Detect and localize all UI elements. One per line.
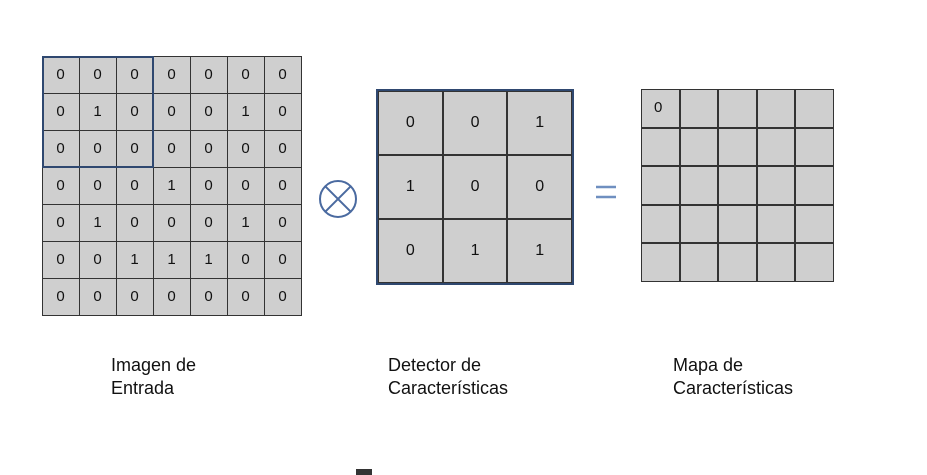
feature-map-cell — [756, 127, 796, 167]
feature-detector-cell: 0 — [507, 155, 573, 219]
feature-detector-label-line2: Características — [388, 378, 509, 398]
input-image-cell: 0 — [189, 92, 228, 131]
input-image-cell: 0 — [41, 240, 80, 279]
input-image-cell: 0 — [78, 240, 117, 279]
feature-map-cell — [795, 204, 834, 244]
input-image-cell: 1 — [152, 166, 191, 205]
input-image-cell: 0 — [152, 203, 191, 242]
feature-detector-label: Detector de Características — [388, 354, 508, 400]
feature-map-cell — [718, 243, 757, 282]
feature-map-cell — [641, 127, 680, 167]
feature-map-label: Mapa de Características — [673, 354, 793, 400]
feature-map-label-line1: Mapa de — [673, 355, 744, 375]
input-image-cell: 0 — [41, 166, 80, 205]
input-image-cell: 0 — [115, 129, 154, 168]
feature-map-cell — [756, 243, 796, 282]
input-image-cell: 0 — [152, 129, 191, 168]
input-image-cell: 0 — [263, 166, 302, 205]
input-image-cell: 0 — [189, 277, 228, 316]
input-image-cell: 0 — [115, 55, 154, 94]
feature-map-cell — [679, 89, 719, 128]
feature-detector-cell: 1 — [507, 219, 573, 283]
feature-detector-label-line1: Detector de — [388, 355, 482, 375]
input-image-cell: 0 — [263, 129, 302, 168]
input-image-cell: 1 — [115, 240, 154, 279]
input-image-cell: 0 — [152, 55, 191, 94]
input-image-cell: 0 — [115, 277, 154, 316]
input-image-cell: 0 — [263, 277, 302, 316]
input-image-cell: 0 — [226, 277, 265, 316]
feature-map-cell — [679, 166, 719, 205]
input-image-cell: 0 — [152, 277, 191, 316]
input-image-cell: 0 — [226, 166, 265, 205]
input-image-cell: 0 — [263, 92, 302, 131]
input-image-cell: 0 — [41, 203, 80, 242]
input-image-cell: 0 — [226, 55, 265, 94]
input-image-cell: 0 — [263, 55, 302, 94]
feature-detector-cell: 0 — [442, 155, 508, 219]
feature-detector-cell: 1 — [507, 91, 573, 155]
feature-detector-cell: 0 — [378, 219, 443, 283]
feature-map-label-line2: Características — [673, 378, 794, 398]
feature-detector-cell: 0 — [442, 91, 508, 155]
input-image-cell: 1 — [78, 92, 117, 131]
feature-detector-cell: 1 — [378, 155, 443, 219]
input-image-cell: 0 — [78, 55, 117, 94]
feature-map-cell — [756, 166, 796, 205]
input-image-cell: 0 — [189, 55, 228, 94]
input-image-cell: 1 — [189, 240, 228, 279]
feature-map-cell — [756, 204, 796, 244]
feature-map-cell — [718, 166, 757, 205]
input-image-cell: 0 — [78, 129, 117, 168]
input-image-label: Imagen de Entrada — [111, 354, 196, 400]
input-image-cell: 0 — [263, 240, 302, 279]
feature-map-cell — [718, 204, 757, 244]
input-image-cell: 0 — [78, 166, 117, 205]
input-image-cell: 0 — [41, 277, 80, 316]
input-image-cell: 0 — [115, 203, 154, 242]
input-image-cell: 0 — [226, 240, 265, 279]
input-image-cell: 0 — [41, 129, 80, 168]
feature-map-cell — [795, 89, 834, 128]
input-image-cell: 0 — [263, 203, 302, 242]
input-image-cell: 0 — [152, 92, 191, 131]
feature-map-cell: 0 — [641, 89, 680, 128]
input-image-cell: 0 — [189, 166, 228, 205]
feature-map-grid: 0 — [641, 89, 834, 282]
feature-detector-cell: 0 — [378, 91, 443, 155]
input-image-cell: 0 — [189, 129, 228, 168]
equals-operator — [596, 185, 616, 199]
input-image-cell: 1 — [78, 203, 117, 242]
input-image-cell: 1 — [226, 92, 265, 131]
feature-map-cell — [795, 166, 834, 205]
feature-map-cell — [795, 127, 834, 167]
convolution-operator-icon — [319, 180, 357, 218]
feature-map-cell — [679, 204, 719, 244]
feature-map-cell — [679, 127, 719, 167]
input-image-cell: 1 — [226, 203, 265, 242]
input-image-cell: 0 — [226, 129, 265, 168]
input-image-label-line2: Entrada — [111, 378, 175, 398]
input-image-label-line1: Imagen de — [111, 355, 197, 375]
input-image-cell: 0 — [41, 55, 80, 94]
feature-map-cell — [641, 204, 680, 244]
feature-map-cell — [641, 243, 680, 282]
input-image-cell: 0 — [41, 92, 80, 131]
input-image-cell: 0 — [189, 203, 228, 242]
feature-map-cell — [718, 127, 757, 167]
feature-map-cell — [679, 243, 719, 282]
input-image-cell: 1 — [152, 240, 191, 279]
feature-map-cell — [795, 243, 834, 282]
bottom-edge-mark — [356, 469, 372, 475]
feature-detector-cell: 1 — [442, 219, 508, 283]
input-image-cell: 0 — [115, 92, 154, 131]
feature-map-cell — [756, 89, 796, 128]
input-image-cell: 0 — [115, 166, 154, 205]
input-image-cell: 0 — [78, 277, 117, 316]
feature-map-cell — [641, 166, 680, 205]
feature-map-cell — [718, 89, 757, 128]
